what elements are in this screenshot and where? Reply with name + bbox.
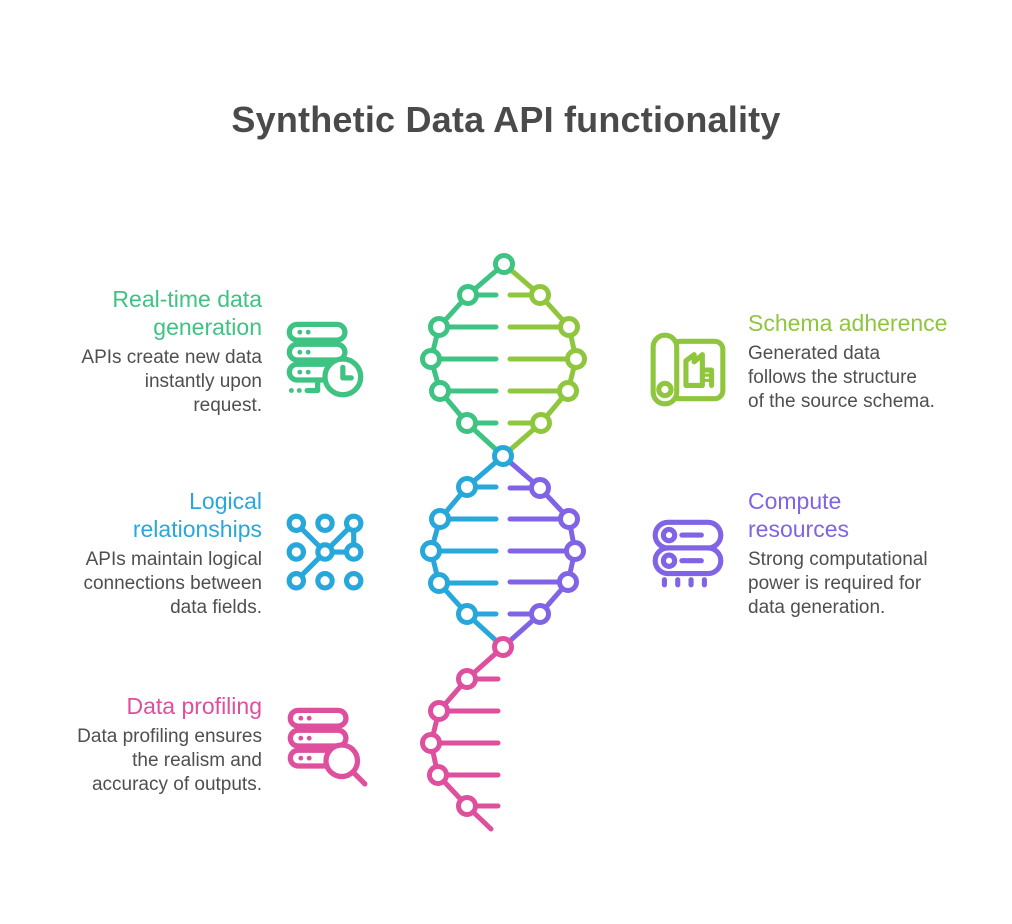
section-heading-compute: Compute resources <box>748 488 849 542</box>
section-body-compute: Strong computational power is required f… <box>748 549 928 618</box>
section-heading-realtime: Real-time data generation <box>112 286 262 340</box>
blueprint-icon <box>650 332 726 407</box>
database-clock-icon <box>286 321 364 398</box>
section-body-logical: APIs maintain logical connections betwee… <box>83 549 262 618</box>
section-compute-resources: Compute resources Strong computational p… <box>748 487 998 620</box>
section-logical-relationships: Logical relationships APIs maintain logi… <box>30 487 262 620</box>
section-heading-logical: Logical relationships <box>132 488 262 542</box>
section-schema-adherence: Schema adherence Generated data follows … <box>748 309 998 414</box>
section-body-schema: Generated data follows the structure of … <box>748 343 935 412</box>
section-body-profiling: Data profiling ensures the realism and a… <box>77 726 262 795</box>
server-rack-icon <box>652 519 724 588</box>
section-data-profiling: Data profiling Data profiling ensures th… <box>30 692 262 797</box>
page-title: Synthetic Data API functionality <box>231 99 781 140</box>
section-body-realtime: APIs create new data instantly upon requ… <box>81 347 262 416</box>
database-search-icon <box>287 707 368 787</box>
section-heading-schema: Schema adherence <box>748 310 948 336</box>
network-nodes-icon <box>286 513 364 591</box>
section-realtime-data-generation: Real-time data generation APIs create ne… <box>30 285 262 418</box>
section-heading-profiling: Data profiling <box>126 693 262 719</box>
dna-helix-graphic <box>420 253 587 832</box>
